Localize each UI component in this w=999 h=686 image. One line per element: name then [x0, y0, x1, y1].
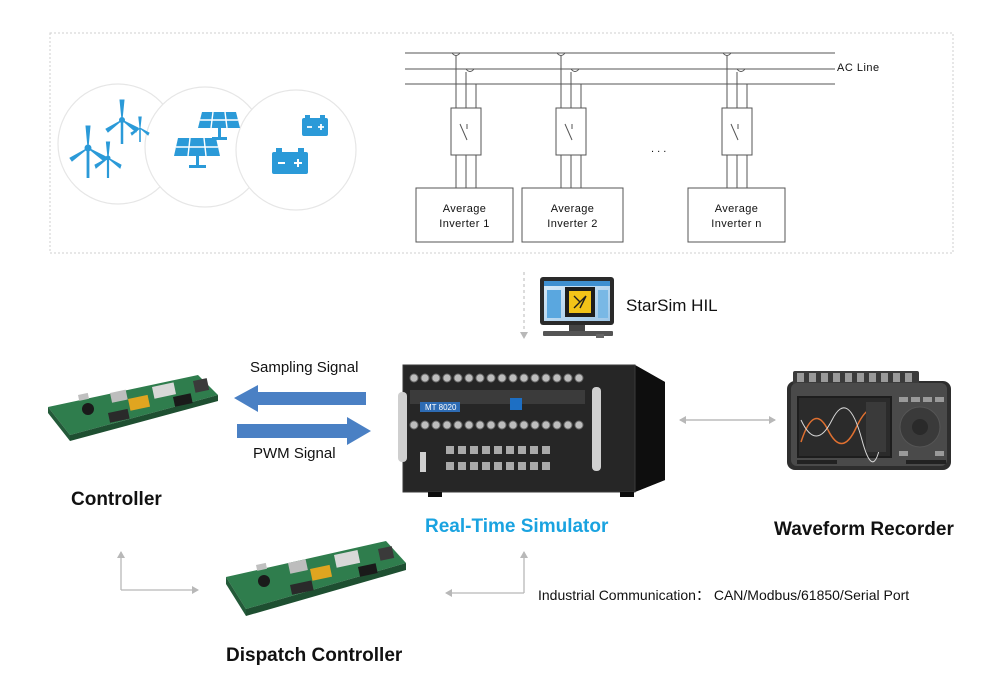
bnc-connector — [497, 373, 507, 383]
io-port — [458, 446, 466, 454]
io-port — [470, 446, 478, 454]
recorder-label: Waveform Recorder — [774, 519, 954, 540]
io-port — [482, 446, 490, 454]
bnc-connector — [508, 373, 518, 383]
computer-icon — [540, 277, 614, 338]
dispatch-controller-board — [226, 541, 406, 616]
io-port — [518, 462, 526, 470]
inverter-branches — [415, 52, 786, 243]
bnc-connector — [508, 420, 518, 430]
recorder-terminal — [845, 373, 852, 382]
simulator-rack — [398, 364, 665, 497]
pwm-arrow — [237, 417, 371, 445]
bnc-connector — [530, 420, 540, 430]
io-port — [530, 446, 538, 454]
bnc-connector — [563, 420, 573, 430]
io-port — [494, 462, 502, 470]
recorder-terminal — [809, 373, 816, 382]
io-port — [518, 446, 526, 454]
recorder-terminal — [797, 373, 804, 382]
grid-frame — [49, 32, 954, 254]
bnc-connector — [530, 373, 540, 383]
inverter-ellipsis: . . . — [651, 143, 667, 155]
recorder-terminal — [881, 373, 888, 382]
bnc-connector — [453, 373, 463, 383]
bnc-connector — [431, 420, 441, 430]
inverter-1-label: Average Inverter 1 — [416, 202, 513, 232]
recorder-terminal — [893, 373, 900, 382]
dispatch-label: Dispatch Controller — [226, 645, 403, 666]
controller-board — [48, 375, 218, 441]
battery-icon — [272, 115, 328, 174]
waveform-recorder-device — [787, 371, 951, 470]
solar-panel-icon — [174, 111, 240, 168]
bnc-connector — [453, 420, 463, 430]
bnc-connector — [552, 373, 562, 383]
bnc-connector — [464, 420, 474, 430]
sampling-signal-label: Sampling Signal — [250, 359, 359, 376]
inverter-n-line2: Inverter n — [711, 218, 762, 230]
bnc-connector — [541, 420, 551, 430]
comm-links — [117, 551, 528, 597]
ac-bus — [405, 52, 835, 85]
bnc-connector — [409, 373, 419, 383]
bnc-connector — [475, 373, 485, 383]
io-port — [506, 462, 514, 470]
recorder-terminal — [869, 373, 876, 382]
controller-label: Controller — [71, 489, 162, 510]
bnc-connector — [442, 373, 452, 383]
bnc-connector — [420, 373, 430, 383]
bnc-connector — [574, 420, 584, 430]
bnc-connector — [431, 373, 441, 383]
bnc-connector — [541, 373, 551, 383]
inverter-1-line1: Average — [442, 203, 487, 215]
inverter-n-line1: Average — [714, 203, 759, 215]
io-port — [542, 462, 550, 470]
ac-line-label: AC Line — [837, 62, 880, 74]
inverter-1-line2: Inverter 1 — [439, 218, 490, 230]
inverter-2-line1: Average — [550, 203, 595, 215]
io-port — [482, 462, 490, 470]
io-port — [506, 446, 514, 454]
inverter-2-label: Average Inverter 2 — [522, 202, 623, 232]
bnc-connector — [420, 420, 430, 430]
bnc-connector — [464, 373, 474, 383]
inverter-n-label: Average Inverter n — [688, 202, 785, 232]
bnc-connector — [486, 420, 496, 430]
bnc-connectors — [409, 373, 584, 470]
recorder-terminal — [905, 373, 912, 382]
bnc-connector — [552, 420, 562, 430]
io-port — [446, 462, 454, 470]
bnc-connector — [442, 420, 452, 430]
io-port — [470, 462, 478, 470]
bnc-connector — [409, 420, 419, 430]
bnc-connector — [497, 420, 507, 430]
bnc-connector — [563, 373, 573, 383]
io-port — [542, 446, 550, 454]
io-port — [494, 446, 502, 454]
pwm-signal-label: PWM Signal — [253, 445, 336, 462]
io-port — [446, 446, 454, 454]
io-port — [530, 462, 538, 470]
simulator-label: Real-Time Simulator — [425, 516, 609, 537]
wind-turbine-icon — [69, 99, 150, 178]
starsim-hil-label: StarSim HIL — [626, 296, 718, 315]
recorder-terminal — [833, 373, 840, 382]
io-port — [458, 462, 466, 470]
bnc-connector — [519, 420, 529, 430]
simulator-panel-model: MT 8020 — [425, 403, 457, 412]
inverter-2-line2: Inverter 2 — [547, 218, 598, 230]
renewable-sources — [57, 83, 357, 211]
comms-label: Industrial Communication： CAN/Modbus/618… — [538, 587, 910, 603]
battery-circle — [235, 89, 357, 211]
recorder-terminal — [821, 373, 828, 382]
bnc-connector — [519, 373, 529, 383]
bnc-connector — [486, 373, 496, 383]
sampling-arrow — [234, 385, 366, 412]
bnc-connector — [475, 420, 485, 430]
bnc-connector — [574, 373, 584, 383]
recorder-terminal — [857, 373, 864, 382]
